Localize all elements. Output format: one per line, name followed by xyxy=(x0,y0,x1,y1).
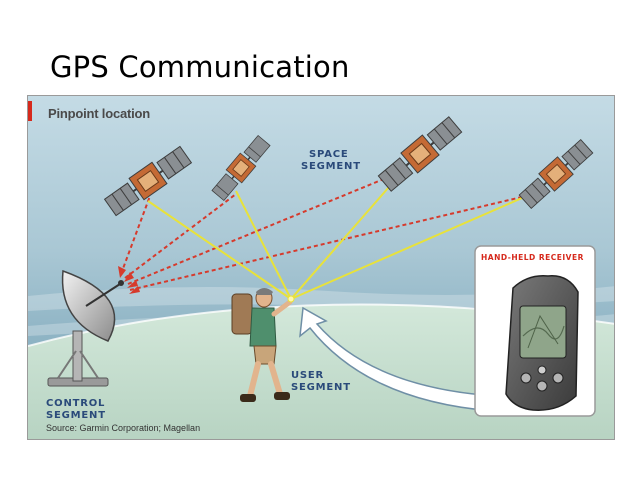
receiver-label: HAND-HELD RECEIVER xyxy=(481,253,584,262)
space-segment-line1: SPACE xyxy=(309,149,349,160)
satellite-1 xyxy=(103,145,193,217)
signal-line-4 xyxy=(290,190,539,300)
receiver-inset xyxy=(474,245,596,417)
control-segment-line2: SEGMENT xyxy=(46,410,106,421)
control-link-3 xyxy=(127,173,397,285)
control-link-4 xyxy=(129,195,527,291)
gps-diagram: Pinpoint location SPACE SEGMENT USER SEG… xyxy=(27,95,615,440)
satellite-4 xyxy=(518,138,594,210)
control-link-arrowheads xyxy=(118,266,140,294)
signal-lines xyxy=(147,170,539,300)
space-segment-line2: SEGMENT xyxy=(301,161,361,172)
signal-line-3 xyxy=(290,170,404,300)
control-segment-line1: CONTROL xyxy=(46,398,106,409)
signal-line-2 xyxy=(235,190,292,300)
hiker-figure xyxy=(231,288,295,402)
signal-line-1 xyxy=(147,200,292,300)
red-marker xyxy=(28,101,32,121)
panel-label: Pinpoint location xyxy=(48,106,151,121)
slide-title: GPS Communication xyxy=(50,50,350,84)
source-credit: Source: Garmin Corporation; Magellan xyxy=(46,423,201,433)
user-segment-label: USER SEGMENT xyxy=(291,370,351,394)
satellite-2 xyxy=(211,134,271,202)
user-segment-line1: USER xyxy=(291,370,325,381)
control-segment-label: CONTROL SEGMENT xyxy=(46,398,106,422)
control-links xyxy=(120,173,527,291)
space-segment-label: SPACE SEGMENT xyxy=(301,149,361,173)
user-segment-line2: SEGMENT xyxy=(291,382,351,393)
control-link-2 xyxy=(124,193,237,279)
satellite-3 xyxy=(377,116,463,192)
satellite-dish xyxy=(47,269,124,387)
